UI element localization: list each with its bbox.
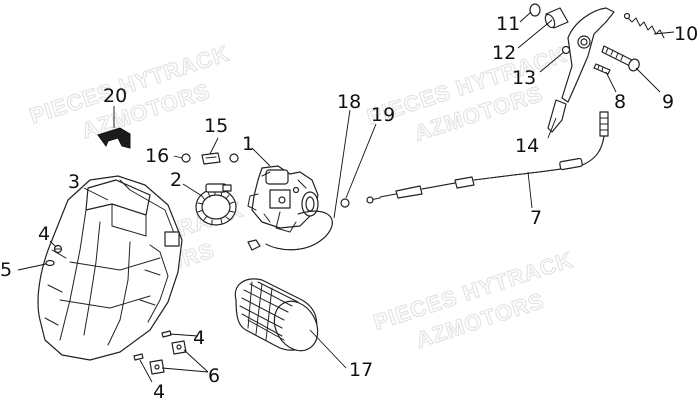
bolt-bottom-upper: [161, 330, 172, 338]
callout-7: 7: [530, 207, 542, 229]
clip-nut-upper: [171, 340, 187, 355]
callout-14: 14: [515, 135, 539, 157]
bolt-bottom-lower: [133, 353, 144, 361]
brake-pedal-part: [547, 7, 615, 133]
clip-nut-lower: [149, 359, 165, 375]
callout-19: 19: [371, 104, 395, 126]
callout-4-left: 4: [38, 223, 50, 245]
callout-2: 2: [170, 169, 182, 191]
clip-15: [201, 152, 221, 165]
callout-8: 8: [614, 91, 626, 113]
throttle-cable-part: [366, 111, 609, 204]
callout-3: 3: [68, 171, 80, 193]
callout-4-bottom-lower: 4: [153, 381, 165, 400]
callout-18: 18: [337, 91, 361, 113]
intake-clamp-part: [195, 183, 237, 226]
clip-16: [181, 153, 239, 163]
screw-8: [593, 63, 611, 75]
bushing-11: [529, 3, 541, 17]
callout-13: 13: [512, 67, 536, 89]
callout-1: 1: [242, 133, 254, 155]
callout-labels: 1 2 3 4 5 4 6 4 7 8 9 10 11 12 13 14 15 …: [0, 13, 698, 400]
callout-15: 15: [204, 115, 228, 137]
bolt-left-upper: [53, 244, 63, 254]
washer-13: [561, 45, 571, 55]
return-spring-part: [623, 12, 665, 39]
callout-9: 9: [662, 91, 674, 113]
carburetor-part: [247, 165, 319, 251]
callout-4-bottom-upper: 4: [193, 327, 205, 349]
air-filter-box-part: [37, 175, 183, 361]
leader-lines: [17, 11, 675, 383]
air-filter-part: [234, 278, 319, 352]
callout-10: 10: [674, 23, 698, 45]
callout-16: 16: [145, 145, 169, 167]
filter-cap-part: [97, 127, 131, 149]
callout-20: 20: [103, 85, 127, 107]
drain-hose-part: [265, 210, 333, 251]
callout-6: 6: [208, 365, 220, 387]
callout-12: 12: [492, 42, 516, 64]
watermark-top-right: PIECES HYTRACK AZMOTORS: [363, 41, 570, 146]
hose-clip-19: [340, 198, 350, 208]
callout-17: 17: [349, 359, 373, 381]
watermark-bottom-right: PIECES HYTRACK AZMOTORS: [370, 246, 577, 353]
pivot-bolt-9: [601, 45, 640, 72]
watermark-top-left: PIECES HYTRACK AZMOTORS: [26, 40, 233, 144]
callout-11: 11: [496, 13, 520, 35]
washer-left: [45, 259, 55, 267]
bushing-12: [544, 7, 569, 29]
callout-5: 5: [0, 259, 12, 281]
